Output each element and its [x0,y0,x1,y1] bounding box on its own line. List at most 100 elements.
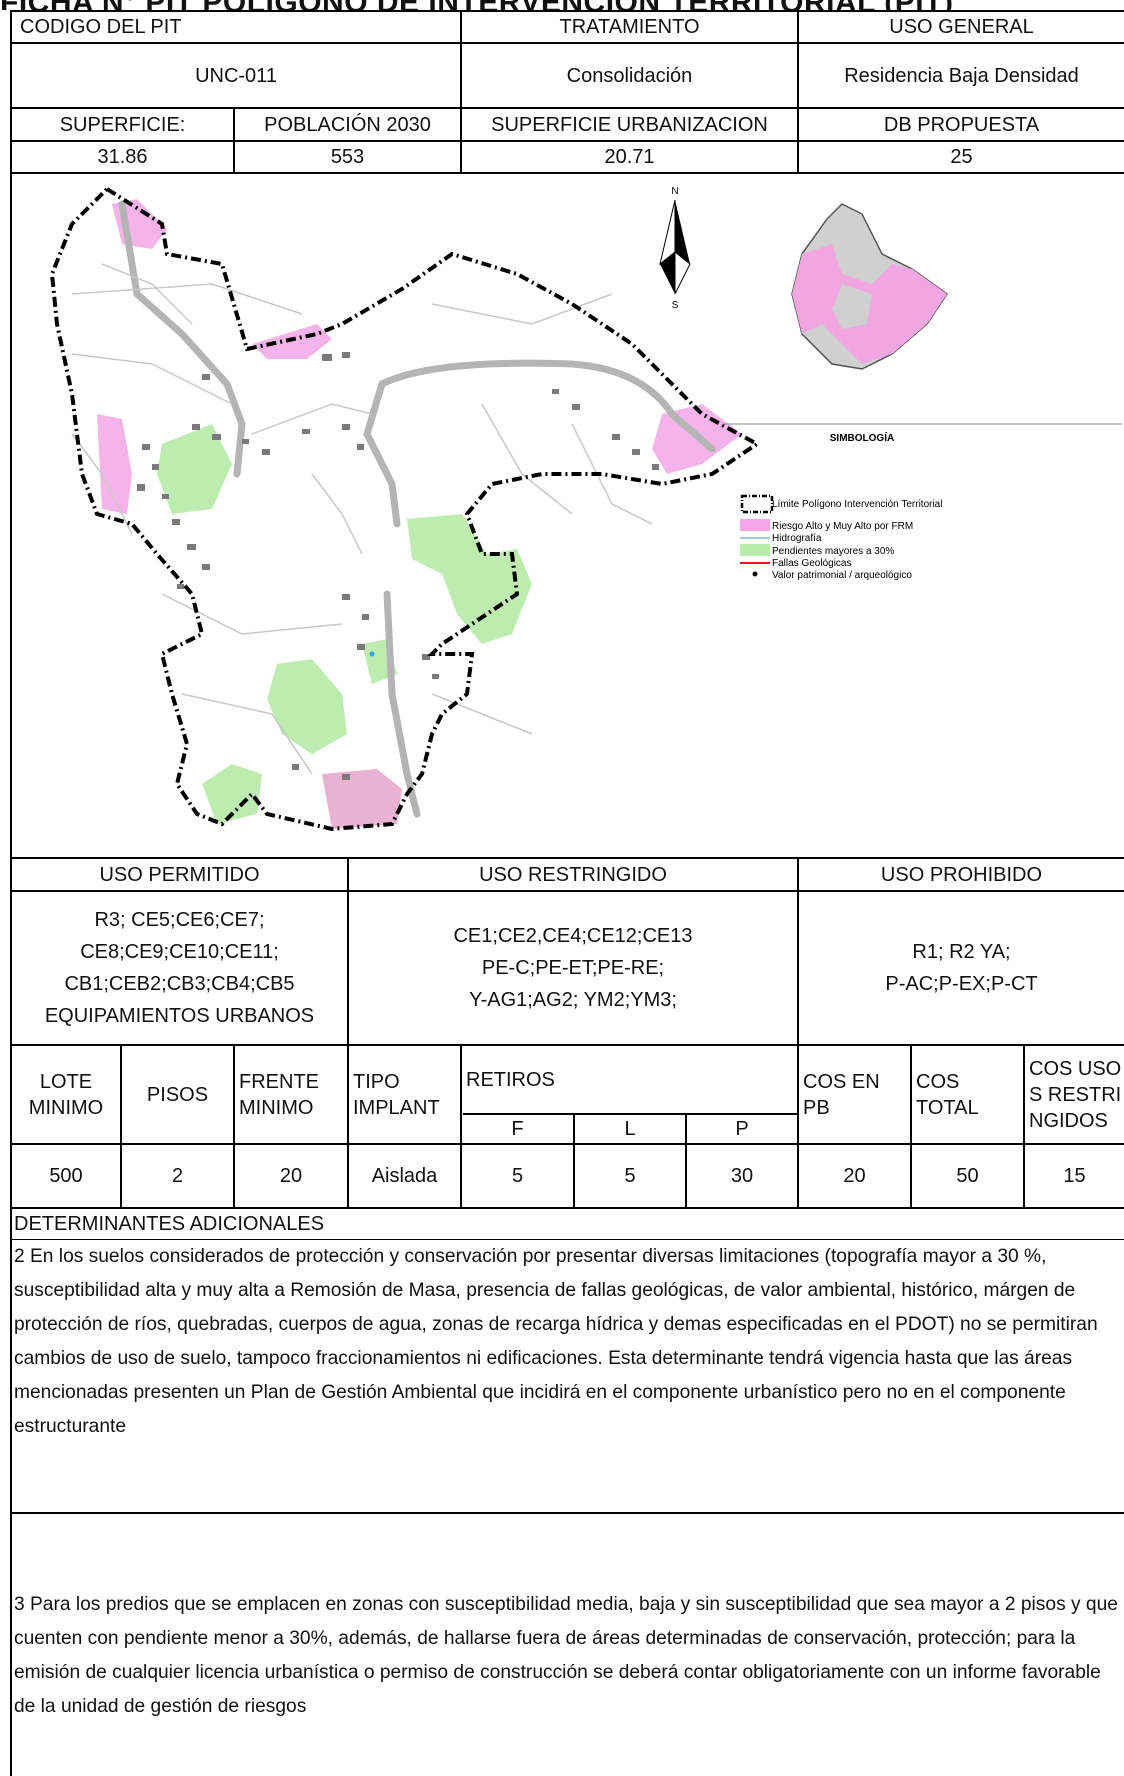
north-label: N [671,186,678,197]
cos-total-label: COS TOTAL [916,1070,979,1119]
pit-map: N S SIMBOLOGÍA Límite Polígono Intervenc… [49,186,1122,832]
uso-restringido-line: CE1;CE2,CE4;CE12;CE13 [453,925,693,947]
legend-title: SIMBOLOGÍA [830,431,894,444]
grid-line [10,1044,1124,1046]
grid-line [1023,1044,1025,1207]
db-propuesta-label: DB PROPUESTA [883,113,1040,136]
grid-line [120,1044,122,1207]
grid-line [233,1044,235,1207]
grid-line [10,140,1124,142]
grid-line [463,1113,797,1115]
legend-item-heritage: Valor patrimonial / arqueológico [772,570,912,581]
superficie-label: SUPERFICIE: [59,113,186,136]
retiro-f-label: F [511,1118,524,1140]
grid-line [347,857,349,1044]
sheet-frame [10,10,1124,1776]
grid-line [797,857,799,1044]
lote-minimo-label: LOTE MINIMO [28,1070,104,1119]
retiro-l-value: 5 [624,1165,636,1187]
uso-prohibido-label: USO PROHIBIDO [880,863,1043,886]
uso-prohibido-line: R1; R2 YA; [912,941,1011,963]
grid-line [460,10,462,172]
legend-risk-swatch [740,519,770,531]
grid-line [10,42,1124,44]
grid-line [910,1044,912,1207]
uso-restringido-line: PE-C;PE-ET;PE-RE; [481,957,665,979]
grid-line [573,1113,575,1207]
north-arrow-icon: N S [659,186,691,311]
cos-usos-value: 15 [1063,1165,1086,1187]
sheet-title: FICHA N° PIT POLÍGONO DE INTERVENCIÓN TE… [0,0,1124,10]
grid-line [10,1239,1124,1240]
grid-line [460,1044,462,1207]
poblacion-value: 553 [330,146,365,168]
retiros-label: RETIROS [466,1068,555,1091]
uso-permitido-label: USO PERMITIDO [99,863,260,886]
uso-restringido-list: CE1;CE2,CE4;CE12;CE13 PE-C;PE-ET;PE-RE; … [349,892,797,1044]
grid-line [233,107,235,172]
grid-line [10,107,1124,109]
buildings [137,352,659,780]
grid-line [10,1143,1124,1145]
legend-boundary-swatch [740,494,774,514]
codigo-value: UNC-011 [195,64,277,87]
determinante-3: 3 Para los predios que se emplacen en zo… [14,1594,1118,1717]
grid-line [797,10,799,172]
cos-pb-label: COS EN PB [803,1070,880,1119]
grid-line [685,1113,687,1207]
legend-heritage-swatch [752,571,758,577]
uso-general-label: USO GENERAL [889,16,1034,38]
pisos-label: PISOS [146,1083,209,1106]
south-label: S [672,300,679,311]
retiro-p-value: 30 [730,1165,754,1187]
tipo-implant-label: TIPO IMPLANT [353,1070,440,1119]
map-legend: SIMBOLOGÍA Límite Polígono Intervención … [722,423,1122,581]
grid-line [797,1044,799,1207]
legend-item-hydro: Hidrografía [772,533,822,544]
db-propuesta-value: 25 [950,146,973,168]
codigo-label: CODIGO DEL PIT [20,16,182,38]
frente-minimo-value: 20 [279,1165,303,1187]
legend-item-risk: Riesgo Alto y Muy Alto por FRM [772,521,913,532]
legend-item-boundary: Límite Polígono Intervención Territorial [772,499,942,510]
water-point-icon [369,651,375,657]
retiro-p-label: P [735,1118,749,1140]
grid-line [10,857,1124,859]
superficie-value: 31.86 [97,146,148,168]
inset-map [791,203,949,370]
retiro-f-value: 5 [511,1165,524,1187]
roads [118,200,716,818]
uso-permitido-line: EQUIPAMIENTOS URBANOS [44,1005,315,1027]
uso-restringido-label: USO RESTRINGIDO [479,863,667,886]
uso-permitido-line: R3; CE5;CE6;CE7; [94,909,265,931]
tratamiento-label: TRATAMIENTO [559,16,700,38]
sup-urbanizacion-value: 20.71 [604,146,655,168]
lote-minimo-value: 500 [49,1165,83,1187]
grid-line [10,1207,1124,1209]
uso-restringido-line: Y-AG1;AG2; YM2;YM3; [469,989,677,1011]
poblacion-label: POBLACIÓN 2030 [264,113,431,136]
slope-zones [157,424,532,824]
tipo-implant-value: Aislada [371,1165,438,1187]
determinantes-title: DETERMINANTES ADICIONALES [14,1213,325,1235]
tratamiento-value: Consolidación [566,64,693,87]
frente-minimo-label: FRENTE MINIMO [239,1070,319,1119]
cos-usos-label: COS USOS RESTRINGIDOS [1029,1057,1122,1132]
determinante-2: 2 En los suelos considerados de protecci… [14,1246,1098,1437]
grid-line [10,1512,1124,1514]
legend-item-slope: Pendientes mayores a 30% [772,546,894,557]
cos-pb-value: 20 [843,1165,866,1187]
pit-boundary [49,186,761,832]
grid-line [10,10,1124,12]
sup-urbanizacion-label: SUPERFICIE URBANIZACION [491,113,768,136]
uso-prohibido-line: P-AC;P-EX;P-CT [885,973,1038,995]
uso-permitido-line: CE8;CE9;CE10;CE11; [80,941,279,963]
uso-general-value: Residencia Baja Densidad [844,64,1079,87]
grid-line [10,890,1124,892]
uso-permitido-list: R3; CE5;CE6;CE7; CE8;CE9;CE10;CE11; CB1;… [12,892,347,1044]
legend-item-fault: Fallas Geológicas [772,558,851,569]
cos-total-value: 50 [956,1165,979,1187]
retiro-l-label: L [624,1118,636,1140]
uso-permitido-line: CB1;CEB2;CB3;CB4;CB5 [64,973,295,995]
